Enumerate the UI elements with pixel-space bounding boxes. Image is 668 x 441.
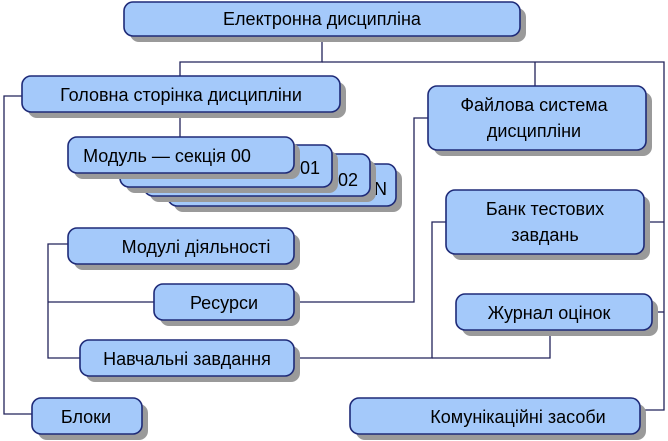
blocks-node-box — [31, 397, 143, 435]
connector-assignments-testbank — [414, 221, 446, 359]
connector-main-blocks — [3, 95, 32, 415]
main-page-node-label: Головна сторінка дисципліни — [60, 85, 302, 105]
nodes: Електронна дисципліна Головна сторінка д… — [21, 1, 658, 440]
file-system-node-label-line2: дисципліни — [487, 121, 581, 141]
file-system-node-label-line1: Файлова система — [460, 95, 608, 115]
resources-node-label: Ресурси — [190, 293, 258, 313]
module-02-label: 02 — [338, 170, 358, 190]
activity-modules-node-label: Модулі діяльності — [122, 237, 271, 257]
test-bank-node-box — [445, 189, 645, 255]
module-n-label: N — [374, 179, 387, 199]
main-page-node-box — [21, 75, 341, 113]
module-01-label: 01 — [300, 158, 320, 178]
connector-resources-filesystem — [296, 117, 428, 303]
assignments-node-label: Навчальні завдання — [103, 349, 271, 369]
gradebook-node-label: Журнал оцінок — [488, 303, 611, 323]
assignments-node-box — [79, 339, 295, 377]
module-section-node-label: Модуль — секція 00 — [83, 146, 251, 166]
connector-root-main — [179, 38, 323, 76]
activity-modules-node-box — [67, 227, 295, 265]
test-bank-node-label-line1: Банк тестових — [486, 199, 604, 219]
connector-assignments-gradebook — [432, 330, 551, 359]
connector-root-right — [322, 61, 665, 411]
communication-node-label: Комунікаційні засоби — [430, 407, 605, 427]
root-node-title: Електронна дисципліна — [223, 9, 422, 29]
connectors — [3, 38, 665, 415]
root-node-box — [123, 1, 521, 37]
resources-node-box — [153, 283, 295, 321]
gradebook-node-box — [455, 293, 653, 331]
test-bank-node-label-line2: завдань — [511, 225, 578, 245]
connector-activity-bracket — [47, 243, 80, 359]
module-section-node-box — [67, 136, 295, 174]
blocks-node-label: Блоки — [61, 407, 111, 427]
communication-node-box — [349, 397, 641, 435]
file-system-node-box — [427, 85, 647, 151]
